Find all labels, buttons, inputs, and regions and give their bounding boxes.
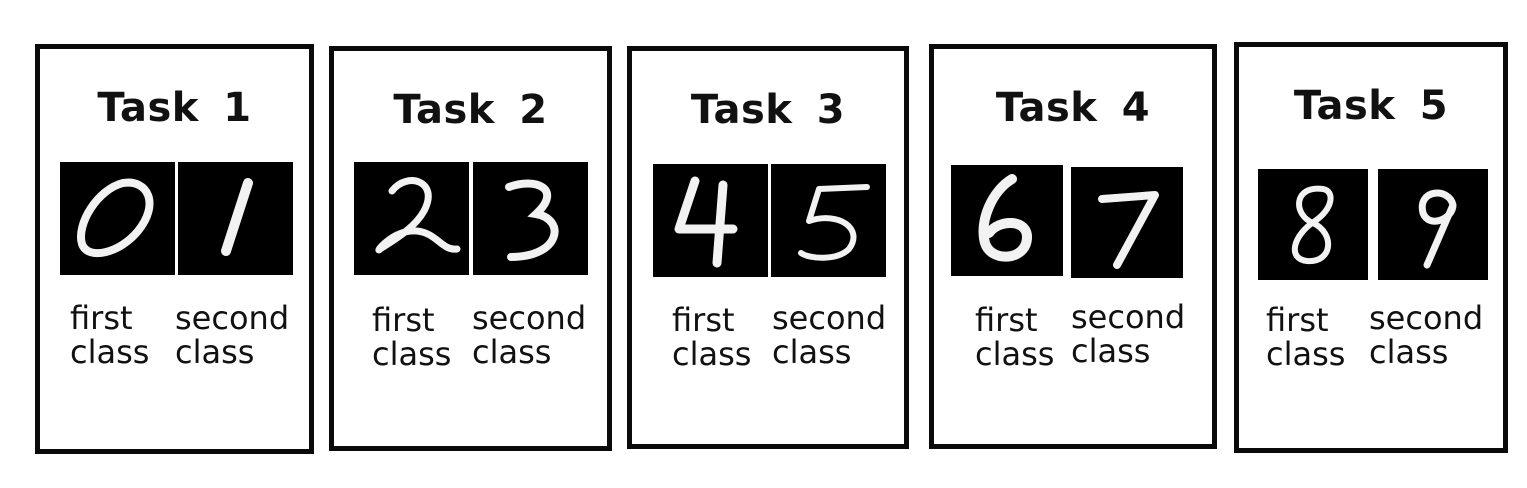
digit-2-glyph	[374, 176, 460, 253]
first-class-label: first class	[70, 299, 150, 371]
digit-0-glyph	[76, 178, 153, 257]
digit-image-first-class	[653, 164, 768, 277]
digit-image-first-class	[951, 165, 1063, 276]
digit-8-glyph	[1291, 185, 1334, 264]
digit-3-glyph	[504, 179, 558, 261]
task-card-2: Task 2 first class second class	[329, 46, 612, 451]
digit-image-second-class	[178, 162, 293, 275]
first-class-label: first class	[372, 301, 452, 373]
task-card-3: Task 3 first class second class	[627, 46, 909, 449]
digit-image-first-class	[60, 162, 175, 275]
digit-6-glyph	[978, 173, 1033, 262]
digit-image-second-class	[771, 164, 886, 277]
second-class-label: second class	[1369, 299, 1484, 371]
second-class-label: second class	[175, 299, 290, 371]
second-class-label: second class	[772, 299, 887, 371]
digit-image-second-class	[473, 162, 588, 275]
task-title: Task 1	[97, 85, 252, 131]
first-class-label: first class	[975, 301, 1055, 373]
first-class-label: first class	[1266, 301, 1346, 373]
digit-image-second-class	[1071, 167, 1183, 278]
digit-9-glyph	[1418, 189, 1457, 268]
second-class-label: second class	[472, 299, 587, 371]
digit-5-glyph	[797, 183, 870, 261]
second-class-label: second class	[1071, 298, 1186, 370]
digit-4-glyph	[674, 176, 737, 267]
task-card-5: Task 5 first class second class	[1234, 42, 1508, 453]
digit-image-first-class	[354, 162, 469, 275]
first-class-label: first class	[672, 301, 752, 373]
task-card-1: Task 1 first class second class	[35, 44, 314, 454]
digit-image-second-class	[1378, 169, 1488, 280]
task-title: Task 3	[690, 87, 846, 133]
task-title: Task 5	[1293, 83, 1449, 129]
digit-1-glyph	[220, 177, 253, 256]
task-title: Task 4	[995, 85, 1151, 131]
task-card-4: Task 4 first class second class	[929, 44, 1217, 449]
digit-7-glyph	[1098, 190, 1159, 269]
digit-image-first-class	[1258, 169, 1368, 280]
task-title: Task 2	[393, 87, 548, 133]
